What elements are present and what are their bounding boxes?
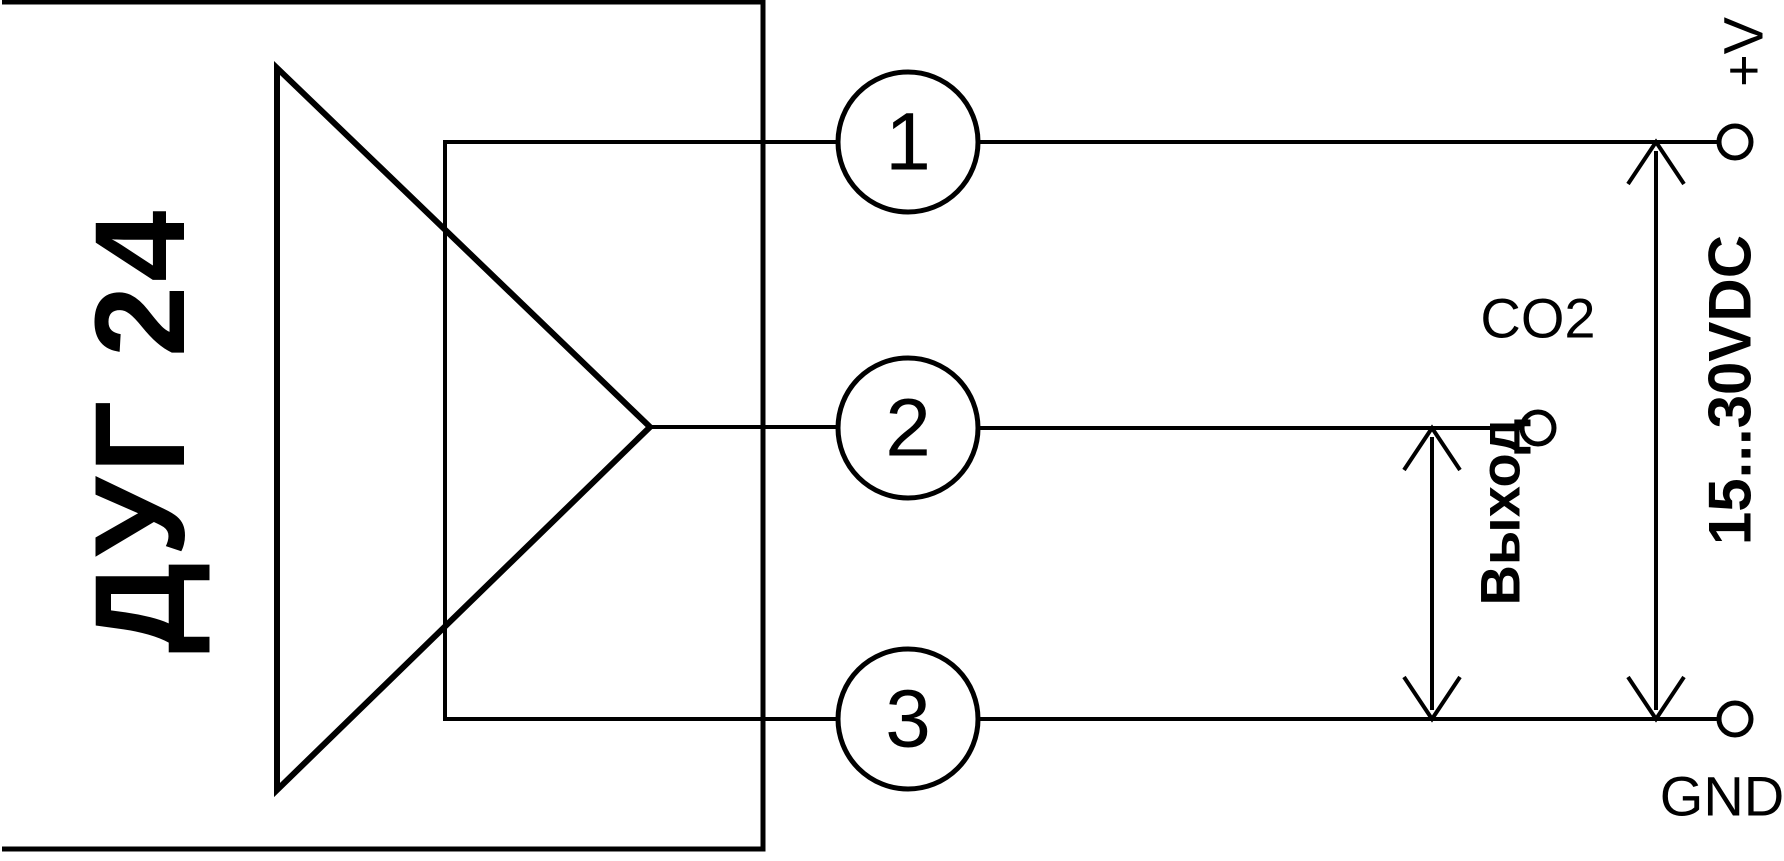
co2-label: CO2 bbox=[1480, 287, 1595, 350]
connection-point-gnd[interactable]: GND bbox=[1660, 700, 1784, 828]
terminal-pin-2-number: 2 bbox=[885, 383, 931, 474]
detector-triangle-icon bbox=[274, 60, 655, 798]
device-name-group: ДУГ 24 bbox=[69, 207, 212, 654]
dimension-output: Выход bbox=[1402, 418, 1532, 723]
gnd-terminal-circle[interactable] bbox=[1716, 700, 1754, 738]
device-name-label: ДУГ 24 bbox=[69, 207, 212, 654]
terminal-pin-1[interactable]: 1 bbox=[835, 69, 981, 215]
terminal-pin-1-number: 1 bbox=[885, 97, 931, 188]
dimension-supply-label: 15...30VDC bbox=[1697, 235, 1764, 545]
dimension-output-arrow-up bbox=[1402, 424, 1462, 472]
wire-group-right bbox=[978, 140, 1718, 721]
triangle-shape bbox=[274, 60, 655, 798]
terminal-pin-3-number: 3 bbox=[885, 674, 931, 765]
vplus-label: +V bbox=[1712, 16, 1775, 87]
vplus-terminal-circle[interactable] bbox=[1716, 123, 1754, 161]
dimension-supply-arrow-up bbox=[1626, 138, 1686, 186]
terminal-pin-2[interactable]: 2 bbox=[835, 355, 981, 501]
connection-point-co2[interactable]: CO2 bbox=[1480, 287, 1596, 447]
internal-bracket bbox=[443, 140, 763, 721]
connection-point-vplus[interactable]: +V bbox=[1712, 16, 1775, 161]
co2-terminal-circle[interactable] bbox=[1519, 409, 1557, 447]
wire-group-left bbox=[763, 140, 838, 721]
gnd-label: GND bbox=[1660, 765, 1784, 828]
dimension-supply: 15...30VDC bbox=[1626, 138, 1764, 723]
dimension-output-label: Выход bbox=[1469, 418, 1532, 605]
dimension-output-arrow-down bbox=[1402, 675, 1462, 723]
internal-bracket-path bbox=[443, 140, 763, 721]
terminal-pin-3[interactable]: 3 bbox=[835, 646, 981, 792]
dimension-supply-arrow-down bbox=[1626, 675, 1686, 723]
